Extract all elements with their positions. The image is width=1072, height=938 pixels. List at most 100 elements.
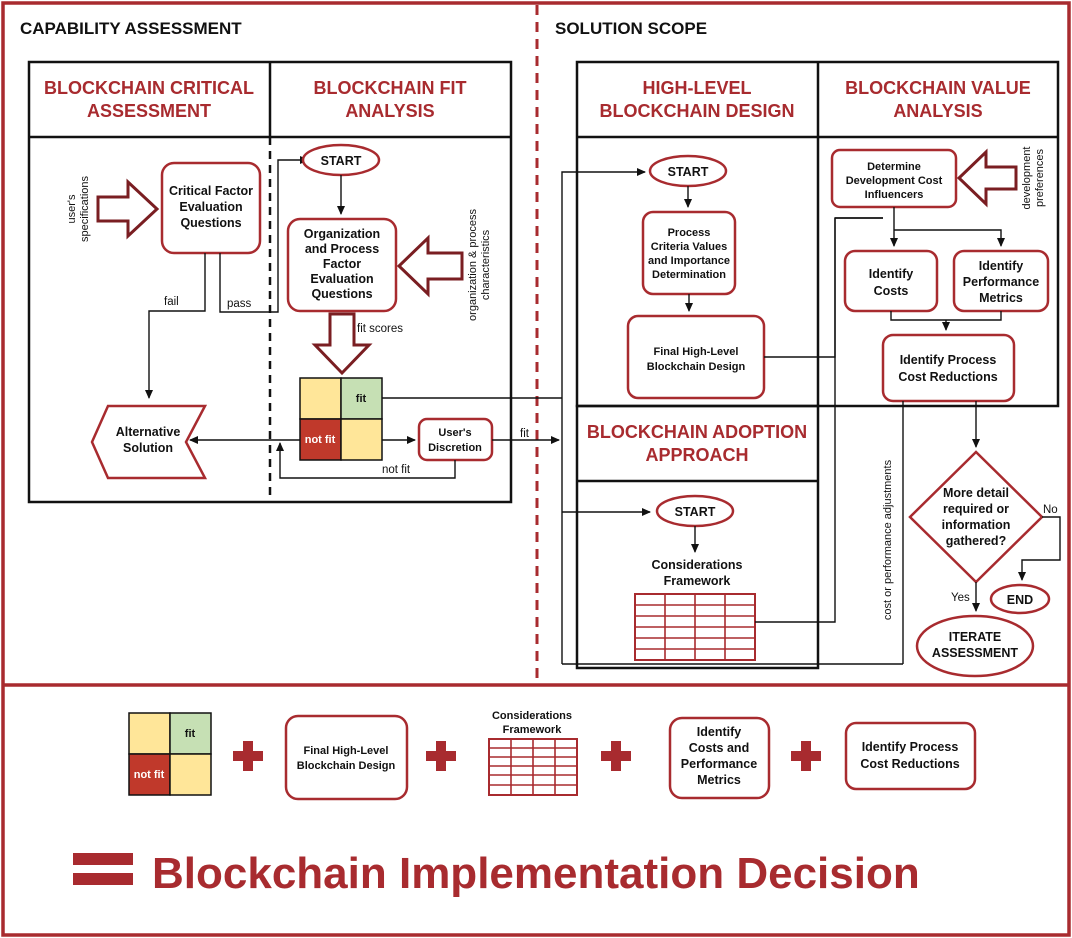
eq-reductions-label-2: Cost Reductions bbox=[860, 757, 959, 771]
design-heading-2: BLOCKCHAIN DESIGN bbox=[599, 101, 794, 121]
reductions-label-2: Cost Reductions bbox=[898, 370, 997, 384]
dev-cost-label-2: Development Cost bbox=[846, 175, 943, 187]
costs-label-1: Identify bbox=[869, 267, 913, 281]
dev-pref-label-2: preferences bbox=[1034, 148, 1046, 207]
critical-heading-2: ASSESSMENT bbox=[87, 101, 211, 121]
org-label-5: Questions bbox=[311, 287, 372, 301]
eq-cons-label-2: Framework bbox=[503, 724, 563, 736]
value-heading-1: BLOCKCHAIN VALUE bbox=[845, 78, 1031, 98]
decision-label-4: gathered? bbox=[946, 534, 1006, 548]
adjustments-label: cost or performance adjustments bbox=[882, 459, 894, 620]
critical-factor-label-2: Evaluation bbox=[179, 200, 242, 214]
matrix-fit-label: fit bbox=[356, 393, 367, 405]
eq-reductions-node bbox=[844, 721, 977, 791]
decision-label-1: More detail bbox=[943, 486, 1009, 500]
fit-scores-arrow-icon bbox=[311, 312, 373, 376]
solution-title: SOLUTION SCOPE bbox=[555, 19, 707, 38]
eq-costs-label-4: Metrics bbox=[697, 773, 741, 787]
fail-label: fail bbox=[164, 296, 179, 308]
critical-factor-label-3: Questions bbox=[180, 216, 241, 230]
eq-final-label-1: Final High-Level bbox=[304, 745, 389, 757]
dev-cost-label-3: Influencers bbox=[865, 189, 924, 201]
fit-out-label: fit bbox=[520, 428, 530, 440]
pass-label: pass bbox=[227, 298, 252, 310]
user-spec-arrow-icon bbox=[96, 178, 160, 240]
org-char-label-2: characteristics bbox=[480, 229, 492, 300]
process-label-1: Process bbox=[668, 227, 711, 239]
design-start-label: START bbox=[668, 165, 709, 179]
discretion-label-2: Discretion bbox=[428, 442, 482, 454]
value-heading-2: ANALYSIS bbox=[893, 101, 982, 121]
final-design-label-2: Blockchain Design bbox=[647, 361, 746, 373]
considerations-label-2: Framework bbox=[664, 574, 731, 588]
process-label-3: and Importance bbox=[648, 255, 730, 267]
cost-reductions-node bbox=[881, 333, 1016, 403]
process-label-4: Determination bbox=[652, 269, 726, 281]
eq-costs-label-3: Performance bbox=[681, 757, 757, 771]
eq-reductions-label-1: Identify Process bbox=[862, 740, 959, 754]
iterate-node bbox=[915, 614, 1035, 678]
reductions-label-1: Identify Process bbox=[900, 353, 997, 367]
design-heading-1: HIGH-LEVEL bbox=[642, 78, 751, 98]
critical-heading-1: BLOCKCHAIN CRITICAL bbox=[44, 78, 254, 98]
capability-title: CAPABILITY ASSESSMENT bbox=[20, 19, 242, 38]
dev-cost-label-1: Determine bbox=[867, 161, 921, 173]
org-label-1: Organization bbox=[304, 227, 380, 241]
adoption-start-label: START bbox=[675, 505, 716, 519]
fit-start-label: START bbox=[321, 154, 362, 168]
considerations-grid-icon bbox=[634, 593, 756, 661]
org-process-node bbox=[286, 217, 398, 313]
fit-heading-1: BLOCKCHAIN FIT bbox=[314, 78, 467, 98]
end-node bbox=[989, 583, 1051, 615]
equals-icon bbox=[73, 853, 133, 885]
adoption-heading-2: APPROACH bbox=[645, 445, 748, 465]
equation-fit-matrix: fit not fit bbox=[128, 712, 212, 796]
org-char-label-1: organization & process bbox=[467, 209, 479, 321]
eq-notfit-label: not fit bbox=[134, 769, 165, 781]
perf-label-1: Identify bbox=[979, 259, 1023, 273]
org-label-4: Evaluation bbox=[310, 272, 373, 286]
fit-scores-label: fit scores bbox=[357, 323, 403, 335]
eq-considerations-grid-icon bbox=[488, 738, 578, 796]
plus-icon bbox=[233, 741, 263, 771]
eq-final-label-2: Blockchain Design bbox=[297, 760, 396, 772]
implementation-decision-title: Blockchain Implementation Decision bbox=[152, 849, 920, 898]
notfit-loop-label: not fit bbox=[382, 464, 411, 476]
fit-matrix: fit not fit bbox=[299, 377, 383, 461]
identify-costs-node bbox=[843, 249, 939, 313]
adoption-panel bbox=[575, 404, 820, 670]
adoption-heading-1: BLOCKCHAIN ADOPTION bbox=[587, 422, 807, 442]
final-design-label-1: Final High-Level bbox=[654, 346, 739, 358]
perf-label-3: Metrics bbox=[979, 291, 1023, 305]
iterate-label-1: ITERATE bbox=[949, 630, 1002, 644]
decision-label-2: required or bbox=[943, 502, 1009, 516]
eq-cons-label-1: Considerations bbox=[492, 710, 572, 722]
user-spec-label-1: user's bbox=[66, 194, 78, 223]
alternative-label-1: Alternative bbox=[116, 425, 181, 439]
eq-costs-label-2: Costs and bbox=[689, 741, 749, 755]
eq-final-design-node bbox=[284, 714, 409, 801]
alternative-solution-node bbox=[90, 404, 208, 480]
org-label-2: and Process bbox=[305, 242, 379, 256]
considerations-label-1: Considerations bbox=[652, 558, 743, 572]
org-label-3: Factor bbox=[323, 257, 361, 271]
end-label: END bbox=[1007, 593, 1033, 607]
dev-pref-arrow-icon bbox=[956, 148, 1018, 208]
costs-label-2: Costs bbox=[874, 284, 909, 298]
yes-label: Yes bbox=[951, 592, 970, 604]
plus-icon bbox=[601, 741, 631, 771]
critical-factor-label-1: Critical Factor bbox=[169, 184, 253, 198]
org-char-arrow-icon bbox=[396, 234, 464, 298]
fit-heading-2: ANALYSIS bbox=[345, 101, 434, 121]
decision-label-3: information bbox=[942, 518, 1011, 532]
eq-costs-label-1: Identify bbox=[697, 725, 741, 739]
discretion-label-1: User's bbox=[438, 427, 471, 439]
no-label: No bbox=[1043, 504, 1058, 516]
plus-icon bbox=[791, 741, 821, 771]
iterate-label-2: ASSESSMENT bbox=[932, 646, 1018, 660]
dev-pref-label-1: development bbox=[1021, 147, 1033, 210]
alternative-label-2: Solution bbox=[123, 441, 173, 455]
user-spec-label-2: specifications bbox=[79, 175, 91, 242]
